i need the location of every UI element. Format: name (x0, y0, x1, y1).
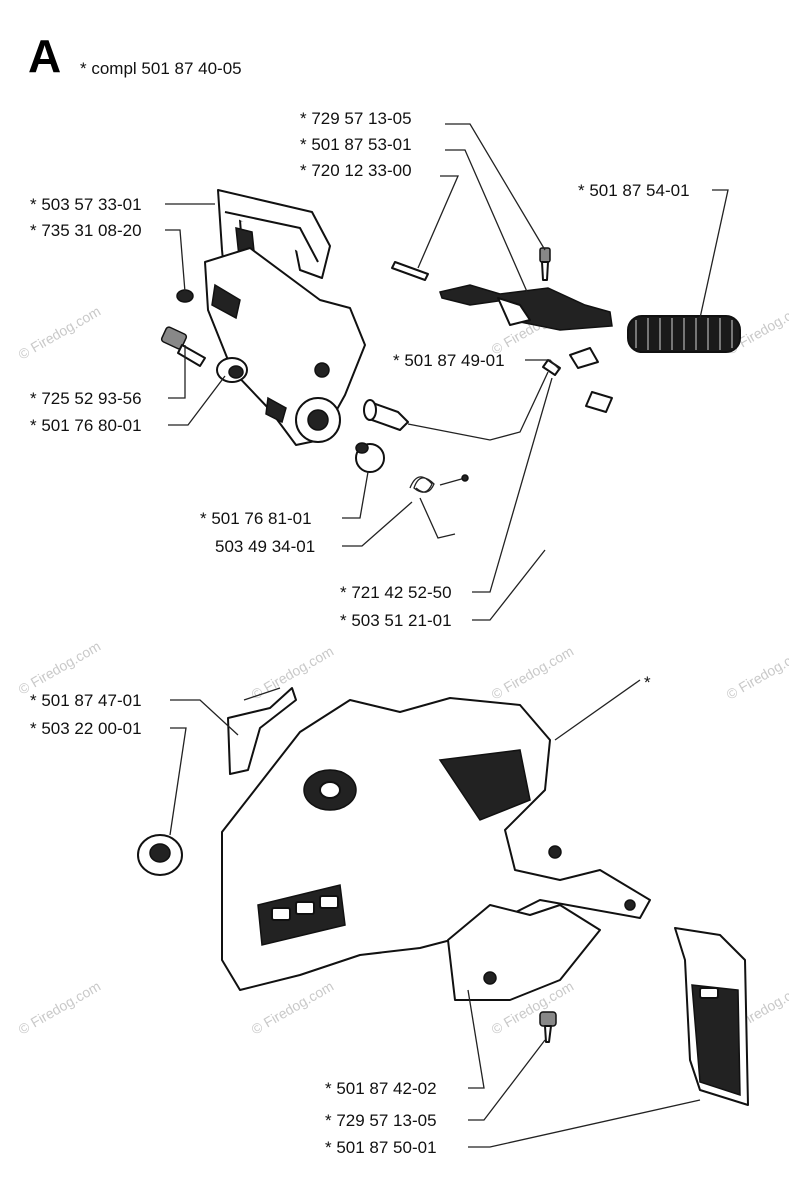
nut (137, 834, 183, 876)
watermark: © Firedog.com (249, 978, 337, 1038)
part-number-label: * 501 76 81-01 (200, 509, 312, 528)
bushing (216, 357, 248, 383)
pivot-pin (363, 399, 409, 431)
part-number-label: * 735 31 08-20 (30, 221, 142, 240)
part-number-label: * 721 42 52-50 (340, 583, 452, 602)
compression-spring (627, 315, 741, 353)
watermark: © Firedog.com (724, 643, 789, 703)
part-labels: * 729 57 13-05 * 501 87 53-01 * 720 12 3… (30, 109, 690, 1157)
pin (391, 261, 429, 281)
chain-guard (674, 927, 749, 1106)
part-number-label: * 729 57 13-05 (300, 109, 412, 128)
watermark: © Firedog.com (16, 978, 104, 1038)
part-number-label: * 725 52 93-56 (30, 389, 142, 408)
part-number-label: * 501 87 50-01 (325, 1138, 437, 1157)
watermark: © Firedog.com (16, 638, 104, 698)
screw (539, 247, 551, 281)
part-number-label: * 501 76 80-01 (30, 416, 142, 435)
part-number-label: 503 49 34-01 (215, 537, 315, 556)
brake-housing (204, 247, 366, 446)
part-number-label: * 503 51 21-01 (340, 611, 452, 630)
screw (355, 442, 385, 473)
part-number-label: * 503 22 00-01 (30, 719, 142, 738)
leader-lines (165, 123, 729, 621)
brake-band (533, 347, 694, 554)
screw (160, 326, 206, 367)
part-number-label: * 729 57 13-05 (325, 1111, 437, 1130)
part-number-label: * 501 87 42-02 (325, 1079, 437, 1098)
part-number-label: * (644, 673, 651, 692)
part-number-label: * 501 87 47-01 (30, 691, 142, 710)
watermark: © Firedog.com (489, 643, 577, 703)
part-number-label: * 501 87 53-01 (300, 135, 412, 154)
torsion-spring (409, 474, 469, 539)
part-number-label: * 501 87 49-01 (393, 351, 505, 370)
brake-lever (439, 284, 613, 331)
screw (539, 1011, 557, 1043)
watermark: © Firedog.com (16, 303, 104, 363)
part-number-label: * 501 87 54-01 (578, 181, 690, 200)
part-number-label: * 503 57 33-01 (30, 195, 142, 214)
assembly-label: * compl 501 87 40-05 (80, 59, 242, 78)
cover-plate (447, 904, 601, 1001)
section-letter: A (28, 30, 61, 82)
clip (227, 687, 297, 775)
leader-lines (169, 679, 701, 1148)
clutch-cover (221, 697, 651, 991)
part-number-label: * 720 12 33-00 (300, 161, 412, 180)
